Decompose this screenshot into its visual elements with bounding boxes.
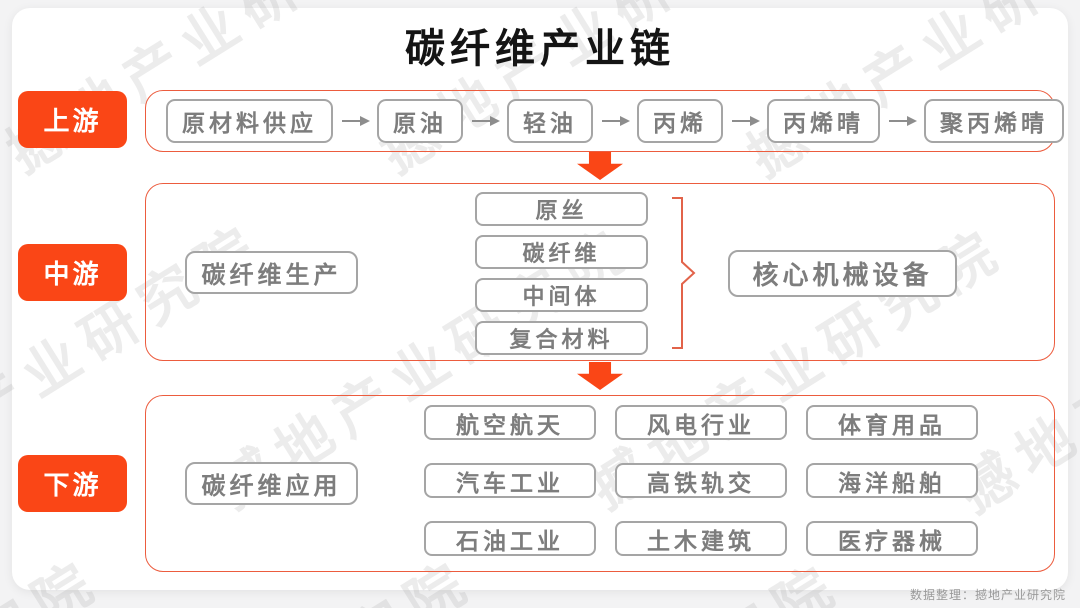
midstream-label: 中游	[18, 244, 127, 301]
midstream-container	[145, 183, 1055, 361]
upstream-label: 上游	[18, 91, 127, 148]
field-box: 汽车工业	[424, 463, 596, 498]
footer-credit: 数据整理：撼地产业研究院	[909, 588, 1066, 602]
producer-box: 碳纤维生产	[185, 251, 358, 294]
field-box: 航空航天	[424, 405, 596, 440]
chain-box: 原油	[377, 99, 463, 143]
right-arrow-icon	[889, 116, 917, 126]
chain-box: 聚丙烯晴	[924, 99, 1064, 143]
upstream-container: 原材料供应 原油 轻油 丙烯 丙烯晴 聚丙烯晴	[145, 90, 1064, 152]
page-title: 碳纤维产业链	[405, 27, 675, 71]
fields-grid: 航空航天 风电行业 体育用品 汽车工业 高铁轨交 海洋船舶 石油工业 土木建筑 …	[424, 405, 978, 556]
down-arrow-icon	[577, 362, 623, 390]
product-box: 原丝	[475, 192, 648, 226]
field-box: 风电行业	[615, 405, 787, 440]
product-box: 中间体	[475, 278, 648, 312]
right-arrow-icon	[602, 116, 630, 126]
field-box: 海洋船舶	[806, 463, 978, 498]
right-arrow-icon	[342, 116, 370, 126]
field-box: 医疗器械	[806, 521, 978, 556]
product-box: 复合材料	[475, 321, 648, 355]
chain-box: 丙烯晴	[767, 99, 880, 143]
field-box: 石油工业	[424, 521, 596, 556]
down-arrow-icon	[577, 152, 623, 180]
products-column: 原丝 碳纤维 中间体 复合材料	[475, 192, 648, 355]
right-arrow-icon	[732, 116, 760, 126]
chain-box: 轻油	[507, 99, 593, 143]
field-box: 土木建筑	[615, 521, 787, 556]
downstream-container	[145, 395, 1055, 572]
chain-box: 原材料供应	[166, 99, 333, 143]
right-arrow-icon	[472, 116, 500, 126]
chain-box: 丙烯	[637, 99, 723, 143]
product-box: 碳纤维	[475, 235, 648, 269]
field-box: 体育用品	[806, 405, 978, 440]
equipment-box: 核心机械设备	[728, 250, 957, 297]
downstream-label: 下游	[18, 455, 127, 512]
field-box: 高铁轨交	[615, 463, 787, 498]
brace-icon	[672, 197, 696, 349]
application-box: 碳纤维应用	[185, 462, 358, 505]
